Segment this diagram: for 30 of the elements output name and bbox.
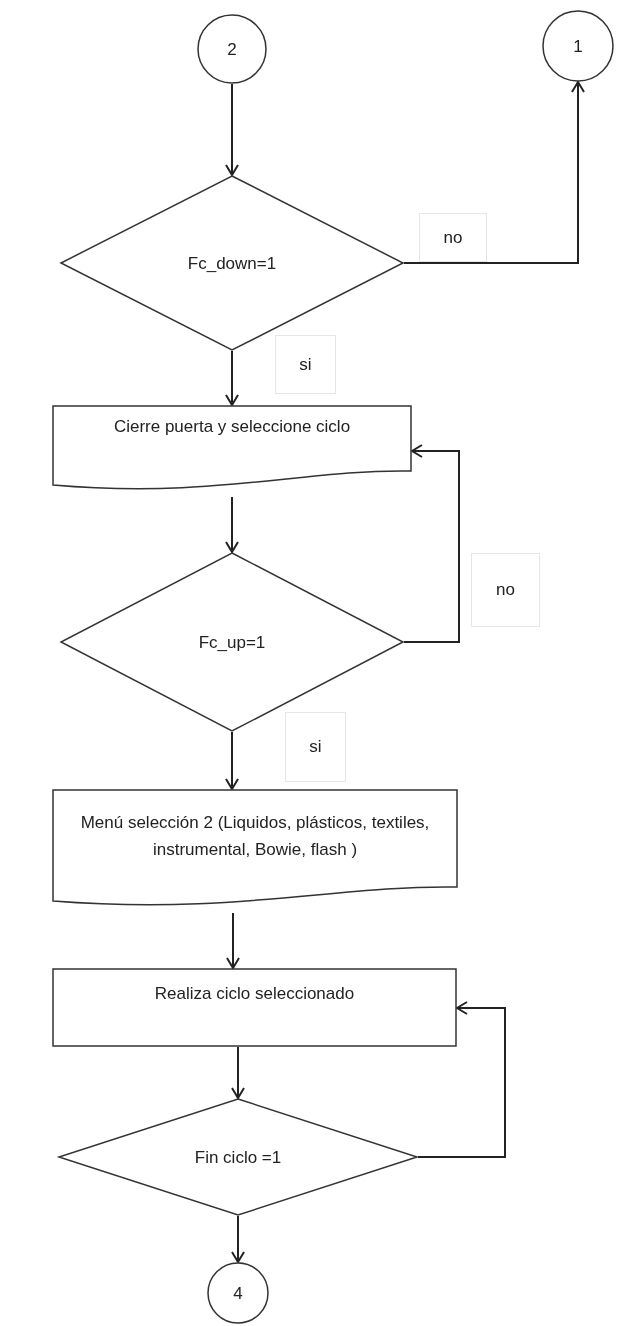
arrow (225, 350, 239, 406)
decision-diamond (60, 175, 404, 351)
arrow (403, 81, 585, 264)
arrow (403, 444, 460, 643)
edge-label: no (419, 213, 487, 262)
node-text: Fin ciclo =1 (194, 1146, 282, 1169)
connector-circle (542, 10, 614, 82)
edge-label: si (275, 335, 336, 394)
connector-circle (207, 1262, 269, 1324)
arrow (225, 731, 239, 790)
arrow (226, 912, 240, 969)
node-text: Fc_down=1 (187, 252, 277, 275)
arrow (417, 1001, 506, 1158)
decision-diamond (58, 1098, 418, 1216)
node-text: Fc_up=1 (198, 631, 266, 654)
connector-circle (197, 14, 267, 84)
edge-label: no (471, 553, 540, 627)
arrow (225, 496, 239, 553)
node-text: Cierre puerta y seleccione ciclo (113, 416, 351, 438)
node-text: Realiza ciclo seleccionado (154, 983, 355, 1005)
node-text: 1 (573, 35, 583, 58)
process-box (52, 968, 457, 1047)
node-text: Menú selección 2 (Liquidos, plásticos, textiles, instrumental, Bowie, flash ) (79, 812, 431, 861)
arrow (231, 1046, 245, 1099)
decision-diamond (60, 552, 404, 732)
arrow (231, 1215, 245, 1263)
edge-label: si (285, 712, 346, 782)
node-text: 4 (233, 1282, 243, 1305)
node-text: 2 (227, 38, 237, 61)
arrow (225, 83, 239, 176)
